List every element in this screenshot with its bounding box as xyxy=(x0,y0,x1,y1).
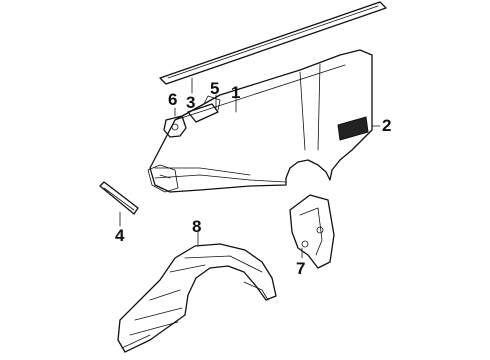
callout-3: 3 xyxy=(186,93,195,112)
side-molding-part-2 xyxy=(337,116,369,141)
front-fender-part-1 xyxy=(147,49,373,193)
callout-6: 6 xyxy=(168,90,177,109)
callout-2: 2 xyxy=(382,116,391,135)
leader-lines xyxy=(119,77,381,259)
callout-7: 7 xyxy=(296,259,305,278)
fender-liner-part-8 xyxy=(117,243,277,353)
callout-5: 5 xyxy=(210,79,219,98)
molding-strip-part-3 xyxy=(159,1,387,85)
trim-piece-part-4 xyxy=(99,181,139,215)
mud-guard-part-7 xyxy=(289,194,335,269)
callout-1: 1 xyxy=(231,83,240,102)
callout-8: 8 xyxy=(192,217,201,236)
callout-4: 4 xyxy=(115,226,125,245)
bracket-part-5 xyxy=(187,95,221,123)
clip-part-6 xyxy=(163,115,187,138)
